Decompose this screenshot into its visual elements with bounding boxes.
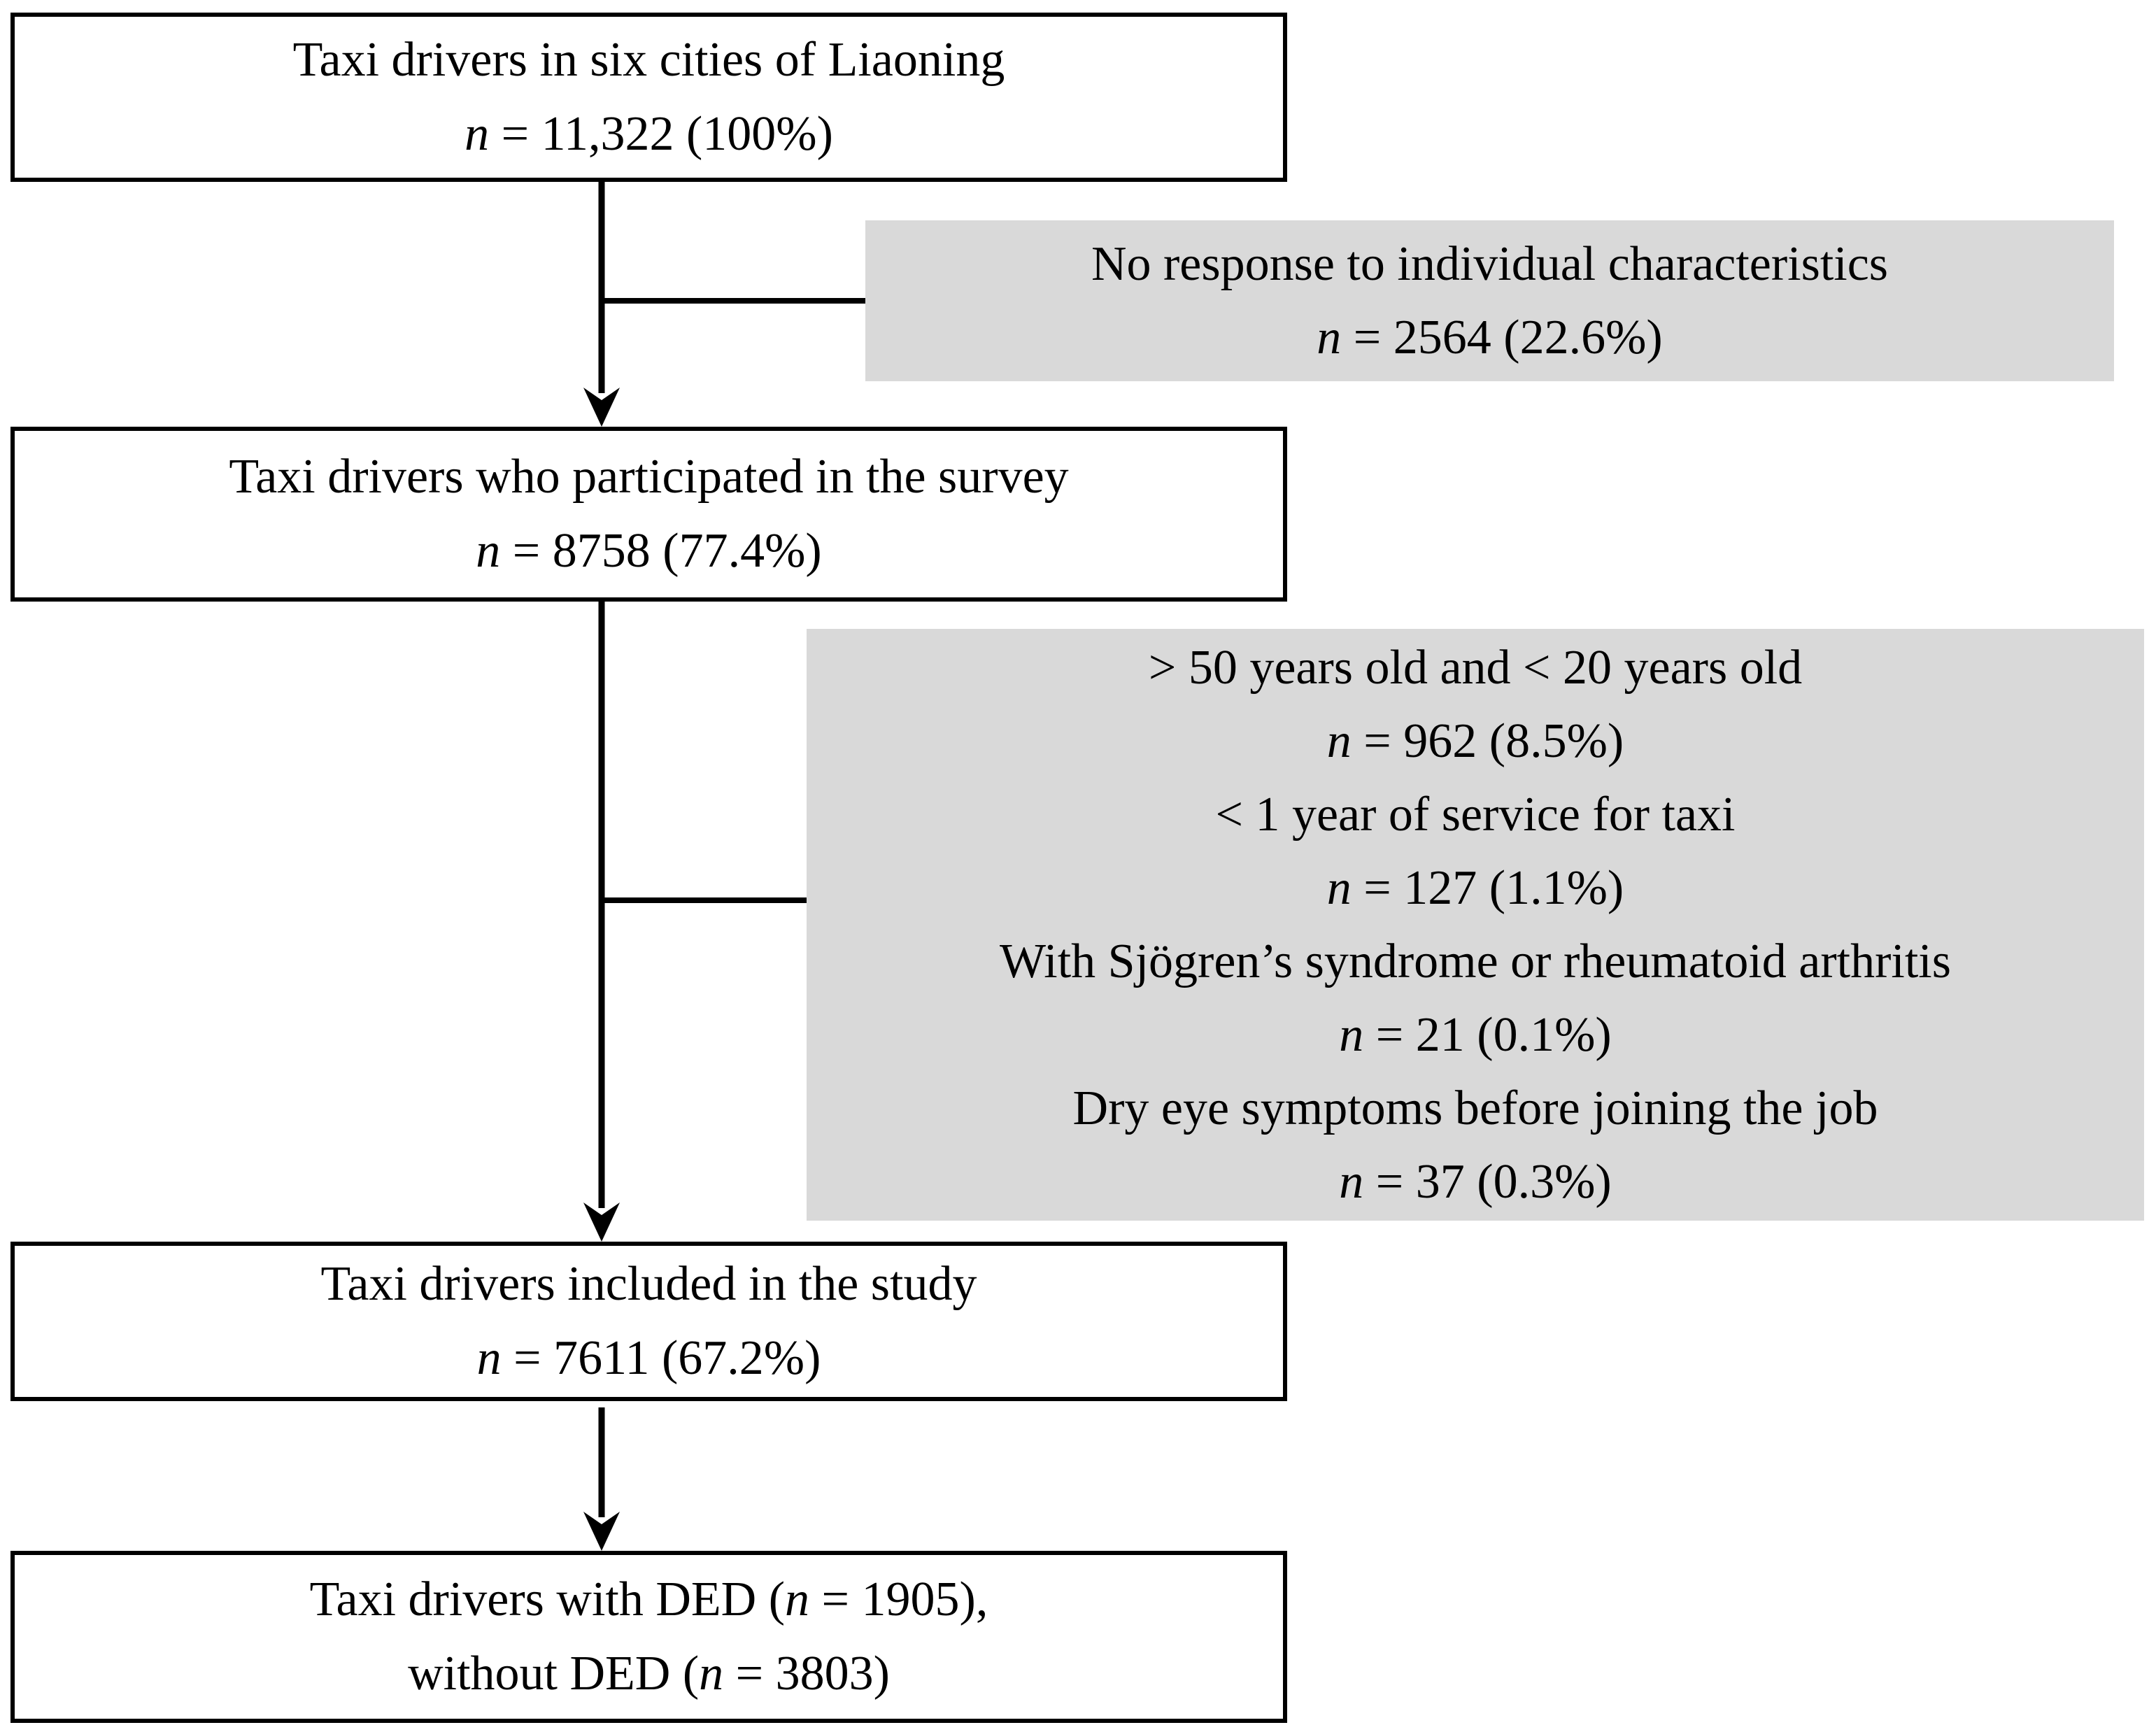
text-line: n = 11,322 (100%) [464,107,833,161]
participated-box-text: Taxi drivers who participated in the sur… [15,440,1283,588]
text-line: No response to individual characteristic… [1091,237,1889,291]
text-line: n = 7611 (67.2%) [476,1331,821,1385]
population-box: Taxi drivers in six cities of Liaoning n … [10,13,1287,182]
text-line: without DED (n = 3803) [408,1647,890,1701]
text-line: n = 127 (1.1%) [1326,861,1624,915]
exclusion-criteria-text: > 50 years old and < 20 years old n = 962… [807,631,2144,1219]
arrow-1-head-icon [583,388,620,427]
outcome-box: Taxi drivers with DED (n = 1905), without… [10,1551,1287,1723]
participated-box: Taxi drivers who participated in the sur… [10,427,1287,602]
text-line: > 50 years old and < 20 years old [1148,641,1803,695]
text-line: n = 962 (8.5%) [1326,714,1624,768]
text-line: n = 2564 (22.6%) [1317,311,1663,364]
exclusion-criteria-box: > 50 years old and < 20 years old n = 962… [807,629,2144,1221]
arrow-3-head-icon [583,1512,620,1551]
text-line: < 1 year of service for taxi [1215,788,1736,842]
text-line: n = 21 (0.1%) [1339,1008,1612,1062]
text-line: n = 37 (0.3%) [1339,1155,1612,1209]
arrow-2-head-icon [583,1202,620,1242]
text-line: Taxi drivers who participated in the sur… [229,450,1069,504]
exclusion-no-response-text: No response to individual characteristic… [865,227,2114,374]
outcome-box-text: Taxi drivers with DED (n = 1905), without… [15,1563,1283,1711]
text-line: With Sjögren’s syndrome or rheumatoid ar… [999,935,1951,988]
text-line: Dry eye symptoms before joining the job [1072,1081,1878,1135]
population-box-text: Taxi drivers in six cities of Liaoning n … [15,23,1283,171]
text-line: n = 8758 (77.4%) [476,524,822,578]
exclusion-no-response-box: No response to individual characteristic… [865,220,2114,381]
text-line: Taxi drivers with DED (n = 1905), [309,1573,988,1626]
text-line: Taxi drivers in six cities of Liaoning [292,33,1005,87]
included-box-text: Taxi drivers included in the study n = 76… [15,1247,1283,1396]
included-box: Taxi drivers included in the study n = 76… [10,1242,1287,1401]
text-line: Taxi drivers included in the study [320,1257,977,1311]
